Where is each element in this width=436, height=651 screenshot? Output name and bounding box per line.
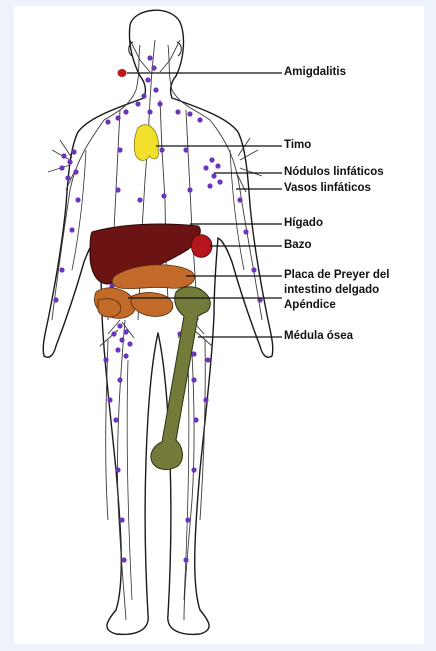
lymph-node: [153, 87, 158, 92]
lymph-node: [107, 397, 112, 402]
lymph-node: [115, 467, 120, 472]
lymph-node: [187, 111, 192, 116]
lymph-node: [65, 175, 70, 180]
lymph-node: [137, 197, 142, 202]
lymph-node: [141, 93, 146, 98]
lymph-node: [175, 109, 180, 114]
lymph-node: [215, 163, 220, 168]
label-amigdalitis: Amigdalitis: [284, 66, 346, 79]
lymph-node: [207, 183, 212, 188]
lymph-node: [113, 417, 118, 422]
lymph-node: [135, 101, 140, 106]
lymph-node: [117, 323, 122, 328]
lymph-node: [191, 377, 196, 382]
lymph-node: [185, 517, 190, 522]
label-higado: Hígado: [284, 217, 323, 230]
label-timo: Timo: [284, 139, 311, 152]
lymph-node: [127, 341, 132, 346]
label-apendice: Apéndice: [284, 299, 336, 312]
lymph-node: [115, 187, 120, 192]
lymph-node: [117, 147, 122, 152]
lymph-node: [123, 109, 128, 114]
lymph-node: [211, 173, 216, 178]
lymph-node: [203, 165, 208, 170]
label-nodulos-linfaticos: Nódulos linfáticos: [284, 166, 384, 179]
label-medula-osea: Médula ósea: [284, 330, 353, 343]
lymph-node: [123, 329, 128, 334]
lymph-node: [191, 351, 196, 356]
lymph-node: [121, 557, 126, 562]
lymph-node: [123, 353, 128, 358]
lymph-node: [111, 331, 116, 336]
lymph-node: [71, 149, 76, 154]
lymph-node: [119, 517, 124, 522]
lymph-node: [151, 65, 156, 70]
lymph-node: [183, 147, 188, 152]
label-vasos-linfaticos: Vasos linfáticos: [284, 182, 371, 195]
lymph-node: [205, 357, 210, 362]
lymph-node: [69, 227, 74, 232]
lymph-node: [59, 267, 64, 272]
lymph-node: [187, 187, 192, 192]
lymph-node: [191, 467, 196, 472]
tonsil-shape: [118, 69, 127, 77]
lymph-node: [67, 159, 72, 164]
lymph-node: [105, 119, 110, 124]
lymph-node: [147, 109, 152, 114]
lymph-node: [197, 117, 202, 122]
lymph-node: [159, 147, 164, 152]
lymph-node: [183, 557, 188, 562]
lymph-node: [237, 197, 242, 202]
lymph-node: [117, 377, 122, 382]
lymph-node: [243, 229, 248, 234]
lymph-node: [115, 347, 120, 352]
label-bazo: Bazo: [284, 239, 311, 252]
lymph-node: [75, 197, 80, 202]
lymph-node: [53, 297, 58, 302]
spleen-shape: [192, 235, 213, 258]
lymph-node: [145, 77, 150, 82]
lymph-node: [209, 157, 214, 162]
label-placa-preyer-line2: intestino delgado: [284, 284, 379, 297]
lymph-node: [73, 169, 78, 174]
lymph-node: [161, 193, 166, 198]
lymph-node: [251, 267, 256, 272]
lymph-node: [61, 153, 66, 158]
lymph-node: [147, 55, 152, 60]
lymph-node: [119, 337, 124, 342]
lymph-node: [193, 417, 198, 422]
lymph-node: [217, 179, 222, 184]
lymph-node: [115, 115, 120, 120]
label-placa-preyer-line1: Placa de Preyer del: [284, 269, 389, 282]
lymph-node: [103, 357, 108, 362]
lymph-node: [59, 165, 64, 170]
lymph-node: [157, 101, 162, 106]
lymph-node: [203, 397, 208, 402]
